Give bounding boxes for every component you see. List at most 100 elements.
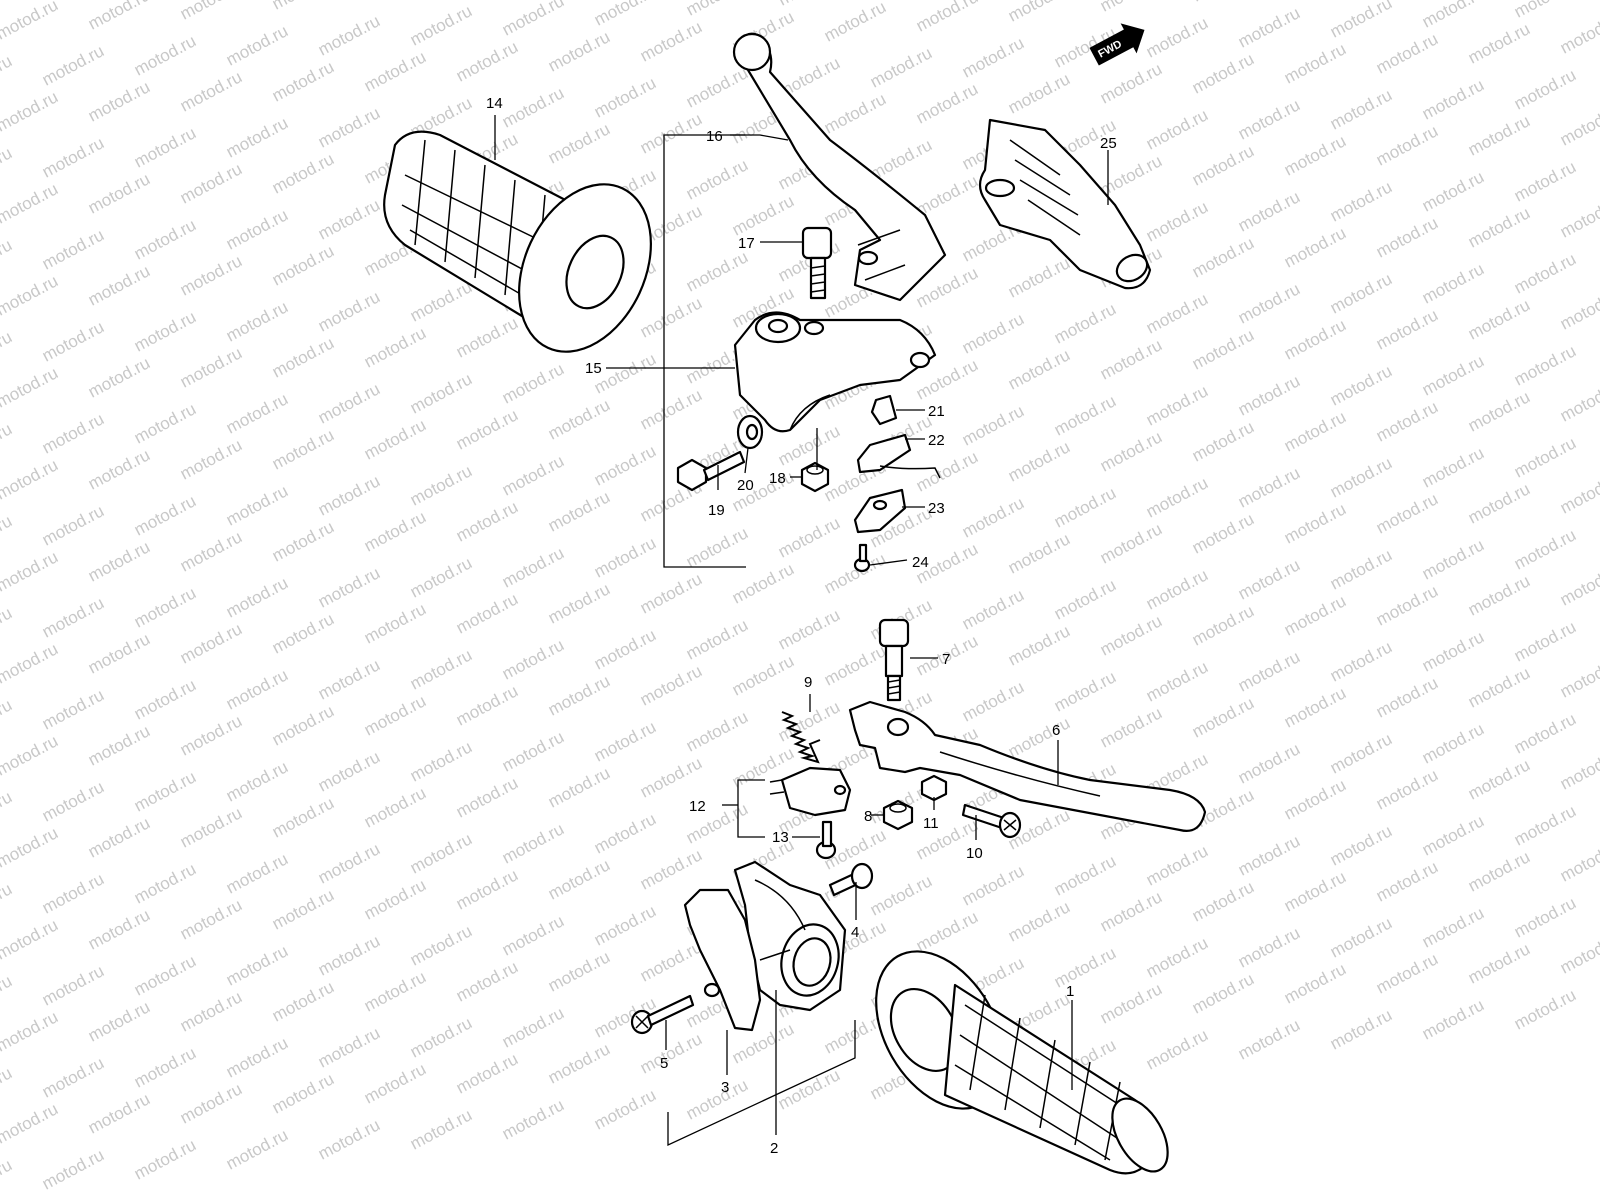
watermark-text: motod.ru <box>361 507 429 555</box>
watermark-text: motod.ru <box>683 155 751 203</box>
watermark-text: motod.ru <box>223 205 291 253</box>
watermark-text: motod.ru <box>269 977 337 1025</box>
watermark-text: motod.ru <box>0 823 61 871</box>
part-9-spring <box>781 711 821 764</box>
watermark-text: motod.ru <box>591 73 659 121</box>
watermark-text: motod.ru <box>453 773 521 821</box>
watermark-text: motod.ru <box>1097 703 1165 751</box>
watermark-text: motod.ru <box>1005 69 1073 117</box>
watermark-text: motod.ru <box>545 27 613 75</box>
watermark-text: motod.ru <box>269 1069 337 1117</box>
watermark-text: motod.ru <box>591 901 659 949</box>
watermark-text: motod.ru <box>131 215 199 263</box>
callout-9: 9 <box>804 674 812 691</box>
watermark-text: motod.ru <box>453 405 521 453</box>
callout-4: 4 <box>851 924 859 941</box>
watermark-text: motod.ru <box>1557 377 1600 425</box>
watermark-text: motod.ru <box>223 849 291 897</box>
watermark-text: motod.ru <box>361 1059 429 1107</box>
watermark-text: motod.ru <box>1557 745 1600 793</box>
watermark-text: motod.ru <box>1465 755 1533 803</box>
callout-1: 1 <box>1066 983 1074 1000</box>
watermark-text: motod.ru <box>85 445 153 493</box>
callout-13: 13 <box>772 829 789 846</box>
watermark-text: motod.ru <box>1189 601 1257 649</box>
watermark-text: motod.ru <box>131 859 199 907</box>
part-8-nut <box>882 799 914 831</box>
watermark-text: motod.ru <box>821 0 889 46</box>
watermark-text: motod.ru <box>1327 453 1395 501</box>
callout-2: 2 <box>770 1140 778 1157</box>
watermark-text: motod.ru <box>85 629 153 677</box>
watermark-text: motod.ru <box>1189 509 1257 557</box>
watermark-text: motod.ru <box>637 385 705 433</box>
watermark-text: motod.ru <box>637 661 705 709</box>
watermark-text: motod.ru <box>0 547 61 595</box>
watermark-text: motod.ru <box>1051 943 1119 991</box>
watermark-text: motod.ru <box>959 861 1027 909</box>
watermark-text: motod.ru <box>453 589 521 637</box>
watermark-text: motod.ru <box>1281 775 1349 823</box>
watermark-text: motod.ru <box>1419 627 1487 675</box>
watermark-text: motod.ru <box>637 17 705 65</box>
watermark-text: motod.ru <box>867 43 935 91</box>
group-bracket-lower <box>667 1020 856 1147</box>
watermark-text: motod.ru <box>407 1013 475 1061</box>
watermark-text: motod.ru <box>177 435 245 483</box>
watermark-text: motod.ru <box>131 31 199 79</box>
watermark-text: motod.ru <box>177 987 245 1035</box>
watermark-text: motod.ru <box>1005 713 1073 761</box>
callout-23: 23 <box>928 500 945 517</box>
callout-18: 18 <box>769 470 786 487</box>
watermark-text: motod.ru <box>1327 545 1395 593</box>
watermark-text: motod.ru <box>0 0 61 44</box>
watermark-text: motod.ru <box>223 757 291 805</box>
watermark-text: motod.ru <box>1511 65 1579 113</box>
watermark-text: motod.ru <box>637 569 705 617</box>
callout-24: 24 <box>912 554 929 571</box>
watermark-text: motod.ru <box>1419 167 1487 215</box>
watermark-text: motod.ru <box>1419 903 1487 951</box>
watermark-text: motod.ru <box>361 691 429 739</box>
watermark-text: motod.ru <box>1511 341 1579 389</box>
callout-3: 3 <box>721 1079 729 1096</box>
watermark-text: motod.ru <box>223 389 291 437</box>
watermark-text: motod.ru <box>131 675 199 723</box>
watermark-text: motod.ru <box>1051 575 1119 623</box>
watermark-text: motod.ru <box>1281 591 1349 639</box>
watermark-text: motod.ru <box>0 915 61 963</box>
watermark-text: motod.ru <box>315 1023 383 1071</box>
watermark-text: motod.ru <box>959 493 1027 541</box>
watermark-text: motod.ru <box>1005 621 1073 669</box>
watermark-text: motod.ru <box>1373 949 1441 997</box>
watermark-text: motod.ru <box>1143 13 1211 61</box>
watermark-text: motod.ru <box>39 1145 107 1193</box>
watermark-text: motod.ru <box>1235 555 1303 603</box>
watermark-text: motod.ru <box>269 609 337 657</box>
watermark-text: motod.ru <box>315 839 383 887</box>
watermark-text: motod.ru <box>0 51 15 99</box>
watermark-text: motod.ru <box>39 317 107 365</box>
watermark-text: motod.ru <box>1281 39 1349 87</box>
watermark-text: motod.ru <box>1235 647 1303 695</box>
watermark-text: motod.ru <box>177 1079 245 1127</box>
watermark-text: motod.ru <box>1511 525 1579 573</box>
watermark-text: motod.ru <box>1143 105 1211 153</box>
watermark-text: motod.ru <box>1327 177 1395 225</box>
watermark-text: motod.ru <box>0 639 61 687</box>
watermark-text: motod.ru <box>0 1155 15 1200</box>
watermark-text: motod.ru <box>1419 351 1487 399</box>
watermark-text: motod.ru <box>39 41 107 89</box>
watermark-text: motod.ru <box>0 1007 61 1055</box>
watermark-text: motod.ru <box>453 313 521 361</box>
watermark-text: motod.ru <box>1281 867 1349 915</box>
watermark-text: motod.ru <box>1235 371 1303 419</box>
watermark-text: motod.ru <box>361 875 429 923</box>
watermark-text: motod.ru <box>545 579 613 627</box>
watermark-text: motod.ru <box>1327 913 1395 961</box>
part-19-bolt <box>676 450 746 492</box>
watermark-text: motod.ru <box>1005 345 1073 393</box>
watermark-text: motod.ru <box>499 727 567 775</box>
